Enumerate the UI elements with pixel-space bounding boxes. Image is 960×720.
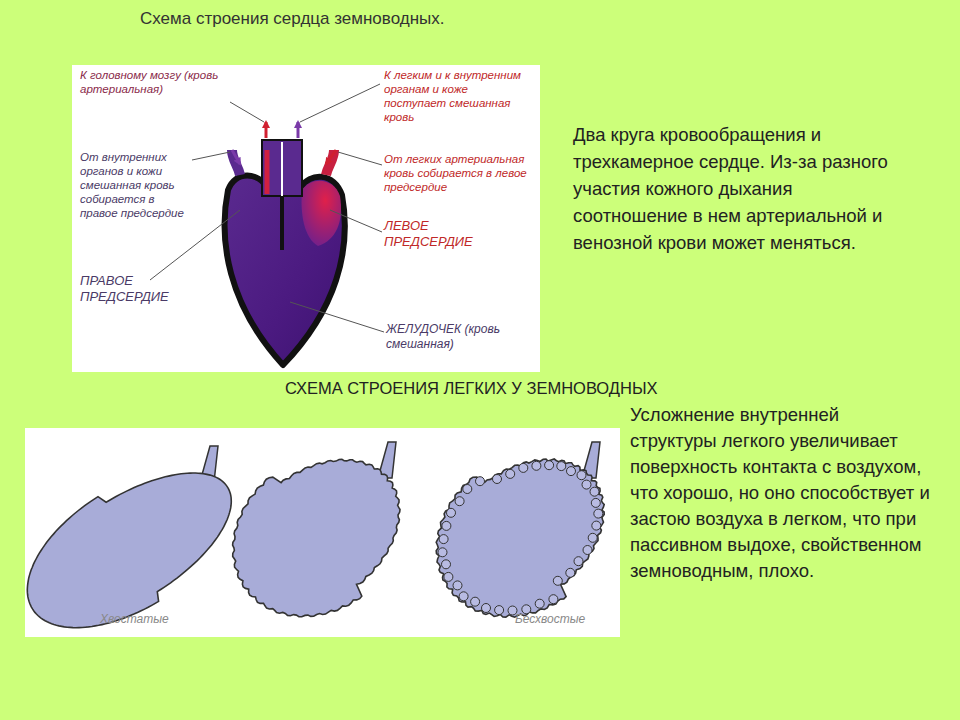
vessel-label: К легким и к внутренним органам и коже п…	[384, 68, 524, 124]
note-text: Два круга кровообращения и трехкамерное …	[573, 121, 908, 256]
lung-label: Хвостатые	[100, 612, 169, 627]
lungs-panel	[25, 428, 620, 637]
section-heading: СХЕМА СТРОЕНИЯ ЛЕГКИХ У ЗЕМНОВОДНЫХ	[285, 378, 658, 398]
slide-title: Схема строения сердца земноводных.	[140, 9, 444, 29]
chamber-label: ЖЕЛУДОЧЕК (кровь смешанная)	[386, 322, 536, 352]
vessel-label: От легких артериальная кровь собирается …	[384, 152, 534, 194]
chamber-label: ЛЕВОЕ ПРЕДСЕРДИЕ	[384, 218, 504, 250]
lungs	[27, 442, 604, 628]
heart	[225, 122, 345, 365]
note-text: Усложнение внутренней структуры легкого …	[630, 402, 930, 584]
leader-lines	[150, 84, 384, 332]
lung-label: Бесхвостые	[515, 612, 585, 627]
vessel-label: От внутренних органов и кожи смешанная к…	[80, 150, 192, 220]
vessel-label: К головному мозгу (кровь артериальная)	[80, 68, 240, 96]
chamber-label: ПРАВОЕ ПРЕДСЕРДИЕ	[80, 273, 190, 305]
heart-panel	[72, 65, 540, 372]
